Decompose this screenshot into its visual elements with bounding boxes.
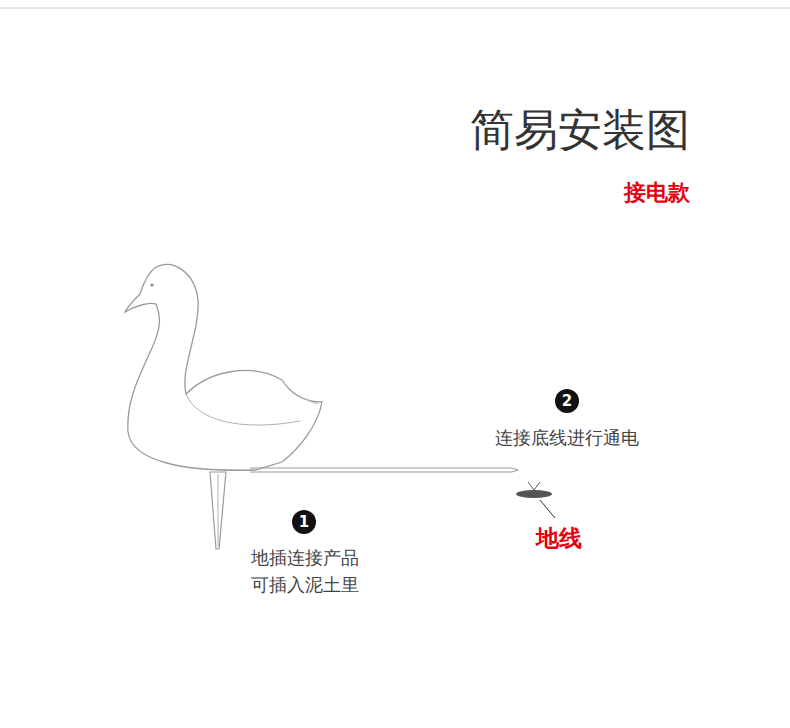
ground-hole bbox=[516, 490, 552, 498]
cable-end bbox=[512, 468, 518, 472]
swan-eye bbox=[150, 283, 153, 286]
top-rule bbox=[0, 8, 790, 9]
callout-number: 1 bbox=[292, 510, 316, 534]
callout-number: 2 bbox=[555, 389, 579, 413]
callout-text: 连接底线进行通电 bbox=[495, 424, 639, 451]
swan-body bbox=[125, 264, 322, 470]
subtitle: 接电款 bbox=[624, 176, 690, 209]
leader-line bbox=[540, 500, 555, 518]
callout-number-text: 2 bbox=[562, 394, 572, 409]
swan-wing bbox=[186, 394, 300, 425]
swan-feather bbox=[282, 380, 318, 404]
cable bbox=[250, 472, 512, 473]
callout-text: 地插连接产品 可插入泥土里 bbox=[248, 544, 361, 598]
cable bbox=[250, 468, 512, 469]
ground-stake bbox=[210, 472, 226, 549]
callout-number-text: 1 bbox=[299, 515, 309, 530]
stake-ridge bbox=[218, 474, 219, 546]
ground-label: 地线 bbox=[536, 521, 582, 556]
title: 简易安装图 bbox=[470, 104, 690, 157]
